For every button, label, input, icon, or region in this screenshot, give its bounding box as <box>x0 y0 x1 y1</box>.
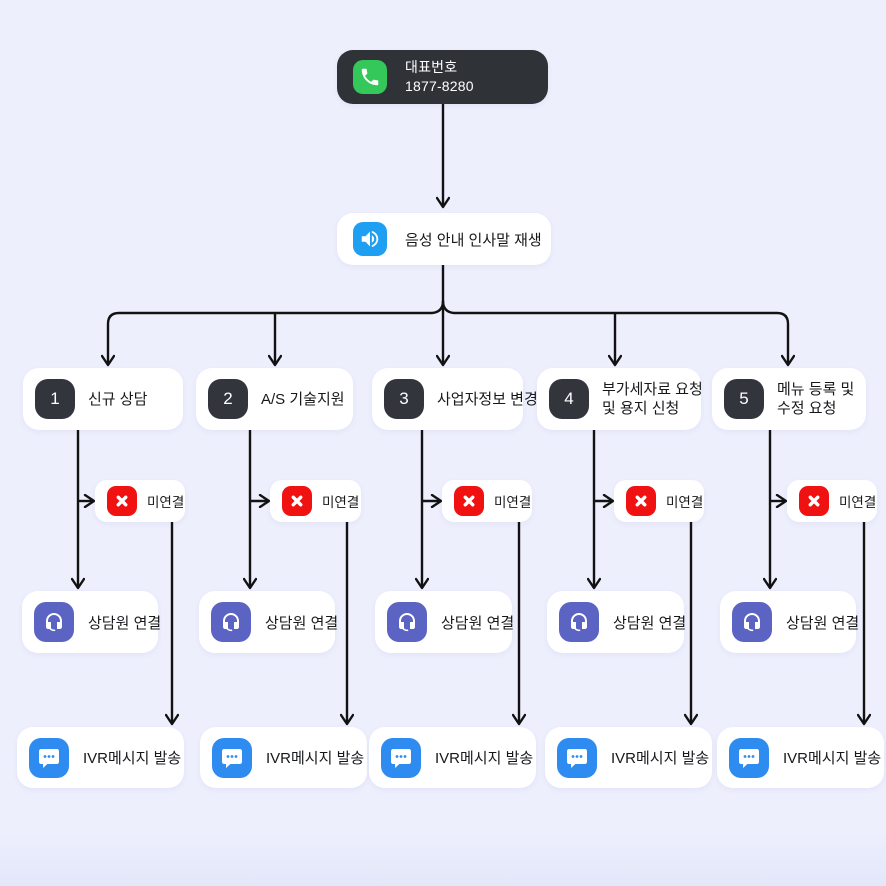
arrow-branch-left <box>108 300 445 365</box>
headset-icon <box>559 602 599 642</box>
x-icon <box>626 486 656 516</box>
main-number-node: 대표번호 1877-8280 <box>337 50 548 104</box>
phone-icon <box>353 60 387 94</box>
x-icon <box>454 486 484 516</box>
main-number-title: 대표번호 <box>405 59 458 75</box>
menu-label: 사업자정보 변경 <box>437 390 538 408</box>
ivr-message-node-1: IVR메시지 발송 <box>17 727 184 788</box>
agent-connect-node-3: 상담원 연결 <box>375 591 515 653</box>
menu-option-1: 1 신규 상담 <box>23 368 183 430</box>
x-icon <box>799 486 829 516</box>
unconnected-node-1: 미연결 <box>95 480 185 522</box>
unconnected-label: 미연결 <box>322 495 360 510</box>
agent-connect-node-2: 상담원 연결 <box>199 591 339 653</box>
menu-number-badge: 5 <box>724 379 764 419</box>
arrow-branch-right <box>441 300 788 365</box>
ivr-message-label: IVR메시지 발송 <box>783 750 882 767</box>
chat-bubble-icon <box>381 737 421 778</box>
agent-connect-label: 상담원 연결 <box>786 614 860 632</box>
menu-number-badge: 2 <box>208 379 248 419</box>
ivr-message-label: IVR메시지 발송 <box>266 750 365 767</box>
headset-icon <box>211 602 251 642</box>
x-icon <box>282 486 312 516</box>
agent-connect-node-1: 상담원 연결 <box>22 591 162 653</box>
chat-bubble-icon <box>557 737 597 778</box>
menu-option-2: 2 A/S 기술지원 <box>196 368 353 430</box>
x-icon <box>107 486 137 516</box>
menu-label: 부가세자료 요청 <box>602 381 703 398</box>
unconnected-node-4: 미연결 <box>614 480 704 522</box>
ivr-message-label: IVR메시지 발송 <box>611 750 710 767</box>
main-number-value: 1877-8280 <box>405 78 474 94</box>
agent-connect-label: 상담원 연결 <box>613 614 687 632</box>
headset-icon <box>34 602 74 642</box>
headset-icon <box>387 602 427 642</box>
unconnected-node-2: 미연결 <box>270 480 361 522</box>
unconnected-node-3: 미연결 <box>442 480 532 522</box>
headset-icon <box>732 602 772 642</box>
chat-bubble-icon <box>29 737 69 778</box>
unconnected-label: 미연결 <box>494 495 532 510</box>
menu-number-badge: 3 <box>384 379 424 419</box>
chat-bubble-icon <box>729 737 769 778</box>
agent-connect-node-5: 상담원 연결 <box>720 591 860 653</box>
unconnected-label: 미연결 <box>839 495 877 510</box>
speaker-icon <box>353 222 387 256</box>
voice-greeting-node: 음성 안내 인사말 재생 <box>337 213 551 265</box>
menu-label: 신규 상담 <box>88 390 148 408</box>
agent-connect-label: 상담원 연결 <box>88 614 162 632</box>
ivr-message-label: IVR메시지 발송 <box>435 750 534 767</box>
agent-connect-node-4: 상담원 연결 <box>547 591 687 653</box>
ivr-message-label: IVR메시지 발송 <box>83 750 182 767</box>
voice-greeting-label: 음성 안내 인사말 재생 <box>405 231 542 249</box>
ivr-message-node-2: IVR메시지 발송 <box>200 727 367 788</box>
menu-label: A/S 기술지원 <box>261 390 345 408</box>
unconnected-node-5: 미연결 <box>787 480 877 522</box>
ivr-message-node-4: IVR메시지 발송 <box>545 727 712 788</box>
ivr-message-node-5: IVR메시지 발송 <box>717 727 884 788</box>
unconnected-label: 미연결 <box>666 495 704 510</box>
unconnected-label: 미연결 <box>147 495 185 510</box>
agent-connect-label: 상담원 연결 <box>265 614 339 632</box>
menu-number-badge: 4 <box>549 379 589 419</box>
menu-label: 메뉴 등록 및 <box>777 381 855 398</box>
ivr-message-node-3: IVR메시지 발송 <box>369 727 536 788</box>
chat-bubble-icon <box>212 737 252 778</box>
menu-option-3: 3 사업자정보 변경 <box>372 368 538 430</box>
agent-connect-label: 상담원 연결 <box>441 614 515 632</box>
menu-number-badge: 1 <box>35 379 75 419</box>
